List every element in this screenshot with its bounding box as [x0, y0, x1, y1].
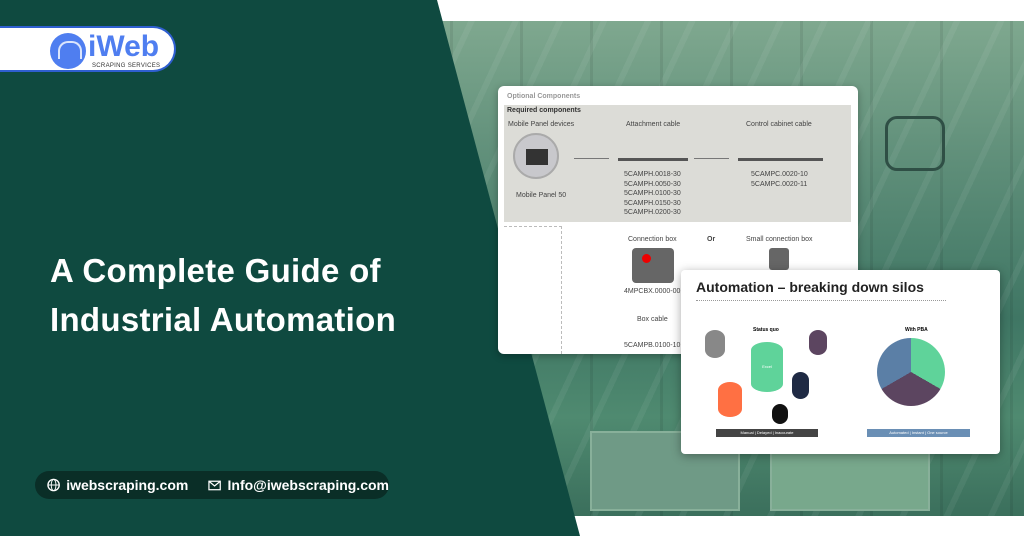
arrow — [574, 158, 609, 159]
database-purple — [809, 330, 827, 355]
code: 5CAMPH.0018-30 — [624, 171, 681, 178]
logo[interactable]: iWeb SCRAPING SERVICES — [0, 26, 176, 72]
optional-outline — [504, 226, 562, 354]
code: 5CAMPC.0020-11 — [751, 180, 808, 188]
code: 5CAMPH.0200-30 — [624, 209, 681, 216]
logo-mark-icon — [50, 33, 86, 69]
email-link[interactable]: Info@iwebscraping.com — [227, 477, 389, 493]
optional-label: Optional Components — [507, 93, 581, 100]
database-gray — [705, 330, 725, 358]
box-cable-label: Box cable — [637, 316, 668, 323]
headline-line-1: A Complete Guide of — [50, 252, 381, 289]
connection-code: 4MPCBX.0000-00 — [624, 288, 681, 295]
slide-title: Automation – breaking down silos — [696, 279, 924, 295]
website-link[interactable]: iwebscraping.com — [66, 477, 189, 493]
with-pba-label: With PBA — [905, 327, 928, 333]
envelope-icon — [208, 480, 222, 491]
arrow — [694, 158, 729, 159]
connection-box-label: Connection box — [628, 236, 677, 243]
headline: A Complete Guide of Industrial Automation — [50, 246, 396, 344]
mobile-panel-image — [513, 133, 559, 179]
attachment-codes: 5CAMPH.0018-30 5CAMPH.0050-30 5CAMPH.0100-… — [624, 170, 681, 218]
cable-image — [618, 158, 688, 161]
code: 5CAMPH.0100-30 — [624, 190, 681, 197]
database-excel: Excel — [751, 342, 783, 392]
logo-text: iWeb — [88, 30, 160, 63]
control-codes: 5CAMPC.0020-10 5CAMPC.0020-11 — [751, 170, 808, 189]
devices-label: Mobile Panel devices — [508, 121, 575, 128]
box-cable-code: 5CAMPB.0100-10 — [624, 342, 681, 349]
database-orange — [718, 382, 742, 417]
required-box — [504, 105, 851, 222]
attachment-cable-label: Attachment cable — [626, 121, 681, 128]
database-navy — [792, 372, 809, 399]
database-black — [772, 404, 788, 424]
machine-icon — [885, 116, 945, 171]
control-cable-label: Control cabinet cable — [746, 121, 812, 128]
code: 5CAMPH.0050-30 — [624, 180, 681, 188]
excel-label: Excel — [762, 364, 772, 369]
contact-pill: iwebscraping.com Info@iwebscraping.com — [35, 471, 389, 499]
components-diagram: Optional Components Required components … — [498, 86, 858, 354]
headline-line-2: Industrial Automation — [50, 301, 397, 338]
status-quo-label: Status quo — [753, 327, 779, 333]
code: 5CAMPH.0150-30 — [624, 199, 681, 207]
mobile-panel-label: Mobile Panel 50 — [516, 192, 567, 199]
globe-icon — [47, 478, 60, 492]
cable-image — [738, 158, 823, 161]
silos-slide: Automation – breaking down silos Status … — [681, 270, 1000, 454]
code: 5CAMPC.0020-10 — [751, 171, 808, 178]
pba-pie — [877, 338, 945, 406]
right-bar: Automated | Instant | One source — [867, 429, 970, 437]
logo-tagline: SCRAPING SERVICES — [92, 63, 161, 69]
connection-box-image — [632, 248, 674, 283]
small-box-label: Small connection box — [746, 236, 813, 243]
small-box-image — [769, 248, 789, 270]
or-label: Or — [707, 236, 716, 243]
required-label: Required components — [507, 107, 581, 114]
left-bar: Manual | Delayed | Inaccurate — [716, 429, 818, 437]
slide-subtitle-text — [696, 300, 946, 302]
